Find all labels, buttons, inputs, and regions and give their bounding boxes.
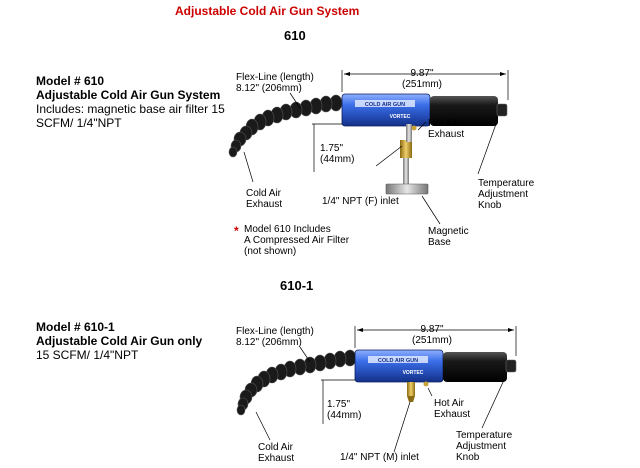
mount-stem — [406, 124, 412, 142]
magnetic-base-post — [403, 158, 409, 184]
model-number: Model # 610-1 — [36, 320, 115, 334]
magnetic-base — [385, 183, 429, 195]
model-spec-line: 15 SCFM/ 1/4"NPT — [36, 348, 139, 362]
gun-label-strip — [368, 356, 428, 363]
temperature-knob — [505, 359, 517, 373]
inlet-fitting-brass — [400, 140, 412, 158]
gun-body-text: COLD AIR GUN — [365, 102, 405, 108]
page-title: Adjustable Cold Air Gun System — [175, 4, 360, 18]
magnetic-base-label: Magnetic Base — [428, 226, 469, 248]
filter-note: * Model 610 Includes A Compressed Air Fi… — [234, 222, 349, 257]
cold-air-gun-610: COLD AIR GUN VORTEC — [228, 93, 508, 195]
flex-line-label: Flex-Line (length) 8.12" (206mm) — [236, 72, 314, 94]
cold-air-exhaust-label: Cold Air Exhaust — [246, 188, 283, 210]
gun-brand-text: VORTEC — [390, 114, 411, 120]
note-text: Model 610 Includes A Compressed Air Filt… — [244, 224, 350, 257]
hot-air-exhaust-port — [411, 125, 417, 131]
inlet-label: 1/4" NPT (F) inlet — [322, 196, 399, 207]
model-name: Adjustable Cold Air Gun System — [36, 88, 221, 102]
height-dimension-label: 1.75" (44mm) — [320, 143, 355, 165]
length-dimension-label: 9.87" (251mm) — [412, 324, 453, 346]
dimension-lines-610-1 — [255, 326, 517, 453]
section-heading-610: 610 — [284, 28, 306, 43]
gun-tube-black — [430, 96, 498, 126]
cold-air-gun-610-1: COLD AIR GUN VORTEC — [236, 349, 517, 416]
length-dimension-label: 9.87" (251mm) — [402, 68, 443, 90]
model-spec-line: SCFM/ 1/4"NPT — [36, 116, 122, 130]
gun-body-text: COLD AIR GUN — [378, 358, 418, 364]
flex-line-label: Flex-Line (length) 8.12" (206mm) — [236, 326, 314, 348]
gun-tube-black — [443, 352, 507, 382]
inlet-label: 1/4" NPT (M) inlet — [340, 452, 419, 463]
hot-air-exhaust-label: Hot Air Exhaust — [434, 398, 471, 420]
temperature-knob — [496, 103, 508, 117]
inlet-thread — [407, 396, 415, 402]
model-610-description: Model # 610 Adjustable Cold Air Gun Syst… — [36, 74, 225, 130]
model-610-1-description: Model # 610-1 Adjustable Cold Air Gun on… — [36, 320, 202, 362]
dimension-lines-610 — [243, 70, 509, 225]
gun-body-blue — [354, 349, 444, 383]
hot-air-exhaust-port — [423, 381, 429, 387]
height-dimension-label: 1.75" (44mm) — [327, 399, 362, 421]
flex-line-hose-610-1 — [236, 349, 357, 416]
temperature-knob-label: Temperature Adjustment Knob — [456, 430, 513, 463]
hot-air-exhaust-label: Hot Air Exhaust — [428, 118, 465, 140]
section-heading-610-1: 610-1 — [280, 278, 314, 293]
note-asterisk: * — [234, 224, 239, 238]
model-name: Adjustable Cold Air Gun only — [36, 334, 203, 348]
gun-body-blue — [341, 93, 431, 127]
cold-air-exhaust-label: Cold Air Exhaust — [258, 442, 295, 464]
temperature-knob-label: Temperature Adjustment Knob — [478, 178, 535, 211]
model-number: Model # 610 — [36, 74, 105, 88]
gun-brand-text: VORTEC — [403, 370, 424, 376]
gun-label-strip — [355, 100, 415, 107]
inlet-fitting-brass — [407, 382, 415, 396]
model-includes-line: Includes: magnetic base air filter 15 — [36, 102, 225, 116]
